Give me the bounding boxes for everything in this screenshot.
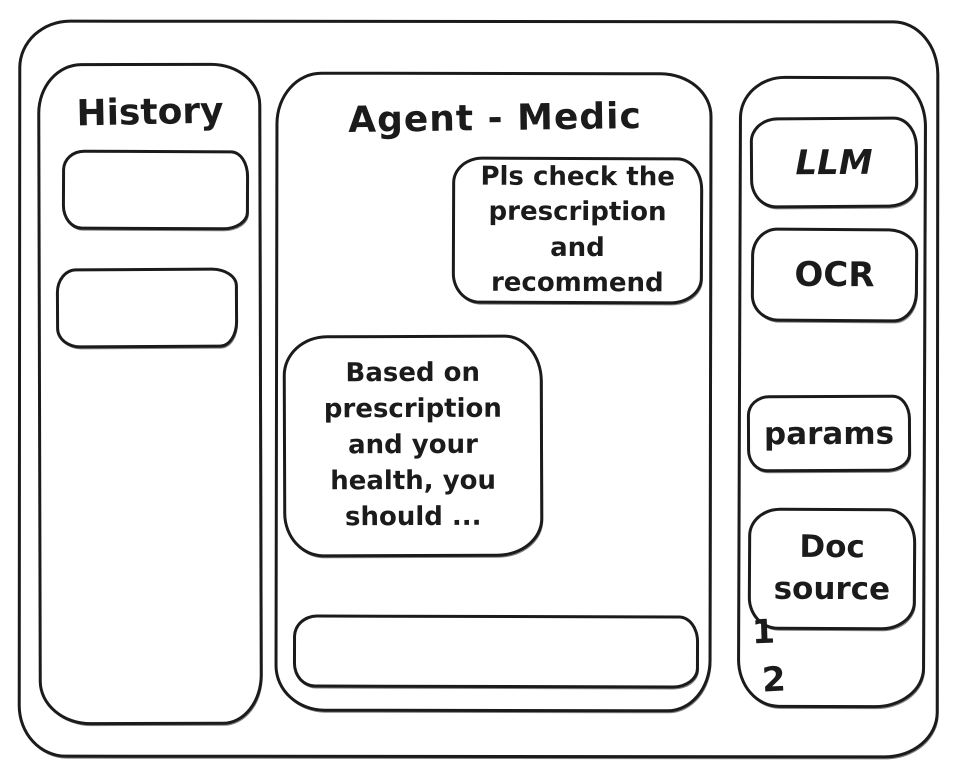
- chat-title: Agent - Medic: [347, 95, 643, 142]
- annotation-step-1: 1: [751, 611, 776, 652]
- assistant-message-bubble: Based on prescription and your health, y…: [282, 334, 544, 558]
- history-item-2[interactable]: [55, 267, 239, 349]
- annotation-step-2: 2: [760, 659, 787, 701]
- params-button[interactable]: params: [746, 394, 912, 473]
- llm-button[interactable]: LLM: [749, 116, 919, 209]
- doc-source-button-label: Doc source: [773, 528, 891, 608]
- history-item-1[interactable]: [61, 149, 250, 231]
- message-input[interactable]: [292, 614, 700, 689]
- ocr-button[interactable]: OCR: [750, 227, 919, 323]
- history-title: History: [76, 90, 224, 135]
- user-message-bubble: Pls check the prescription and recommend: [451, 156, 704, 305]
